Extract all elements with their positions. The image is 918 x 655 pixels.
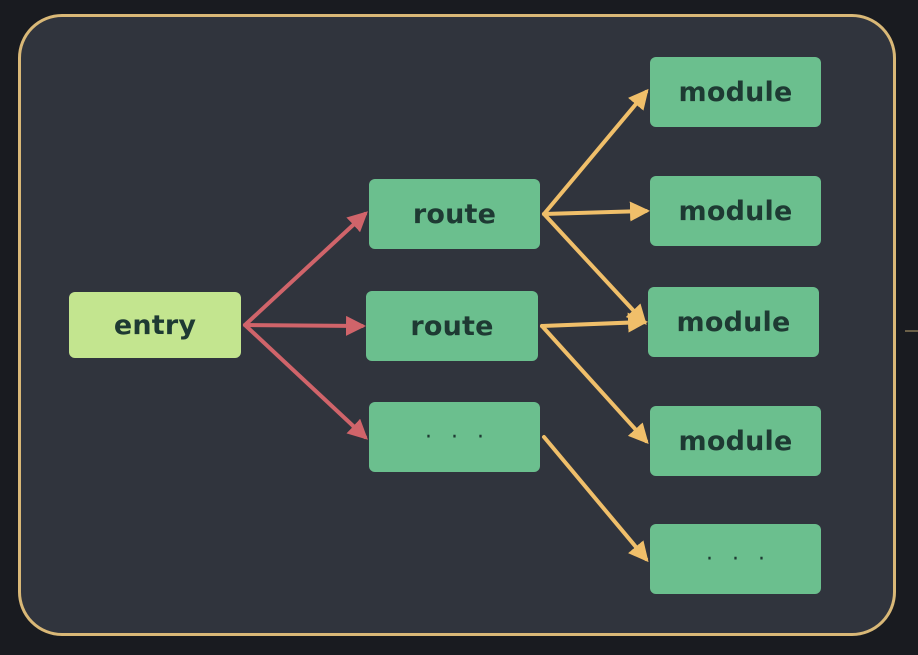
entry-node: entry [69,292,241,358]
entry-label: entry [113,309,197,341]
module-node: module [650,406,821,476]
entry-route-arrow [243,323,368,440]
route-module-arrow [542,201,650,222]
route-node: route [369,179,540,249]
panel-edge-marker [905,330,918,332]
module-node: module [650,176,821,246]
route-label: route [412,198,497,230]
module-label: module [678,195,793,227]
route-module-arrow [540,324,649,444]
entry-route-arrow [243,315,366,336]
route-module-arrow [542,435,649,563]
route-module-arrow [540,312,648,333]
route-node: route [366,291,538,361]
route-module-arrow [542,212,647,325]
module-node-more: · · · [650,524,821,594]
route-label: route [410,310,494,342]
route-node-more: · · · [369,402,540,472]
module-ellipsis: · · · [706,546,771,572]
route-ellipsis: · · · [425,424,490,450]
module-label: module [678,425,793,457]
module-node: module [648,287,819,357]
module-node: module [650,57,821,127]
entry-route-arrow [243,211,368,327]
module-label: module [676,306,791,338]
module-label: module [678,76,793,108]
route-module-arrow [542,88,649,216]
